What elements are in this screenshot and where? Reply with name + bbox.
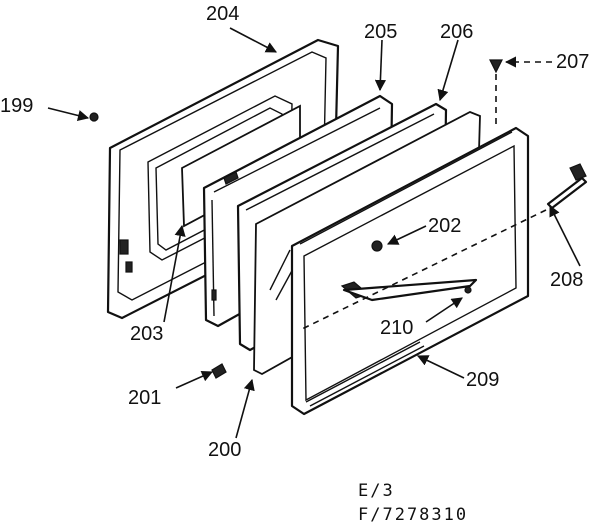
screw-207 bbox=[489, 59, 503, 74]
footer-code-line1: E/3 bbox=[358, 481, 395, 501]
screw-201 bbox=[211, 363, 227, 379]
screw-202 bbox=[371, 240, 383, 252]
label-210: 210 bbox=[380, 317, 413, 339]
screw-199 bbox=[89, 112, 99, 122]
label-200: 200 bbox=[208, 439, 241, 461]
footer-code-line2: F/7278310 bbox=[358, 505, 468, 525]
label-203: 203 bbox=[130, 323, 163, 345]
handle-208 bbox=[546, 163, 588, 210]
label-209: 209 bbox=[466, 369, 499, 391]
label-206: 206 bbox=[440, 21, 473, 43]
label-208: 208 bbox=[550, 269, 583, 291]
handle-bracket-210 bbox=[340, 278, 478, 302]
label-205: 205 bbox=[364, 21, 397, 43]
label-202: 202 bbox=[428, 215, 461, 237]
label-207: 207 bbox=[556, 51, 589, 73]
label-201: 201 bbox=[128, 387, 161, 409]
outer-door-frame-209 bbox=[290, 126, 530, 416]
label-199: 199 bbox=[0, 95, 33, 117]
leader-lines bbox=[47, 27, 581, 439]
label-204: 204 bbox=[206, 3, 239, 25]
